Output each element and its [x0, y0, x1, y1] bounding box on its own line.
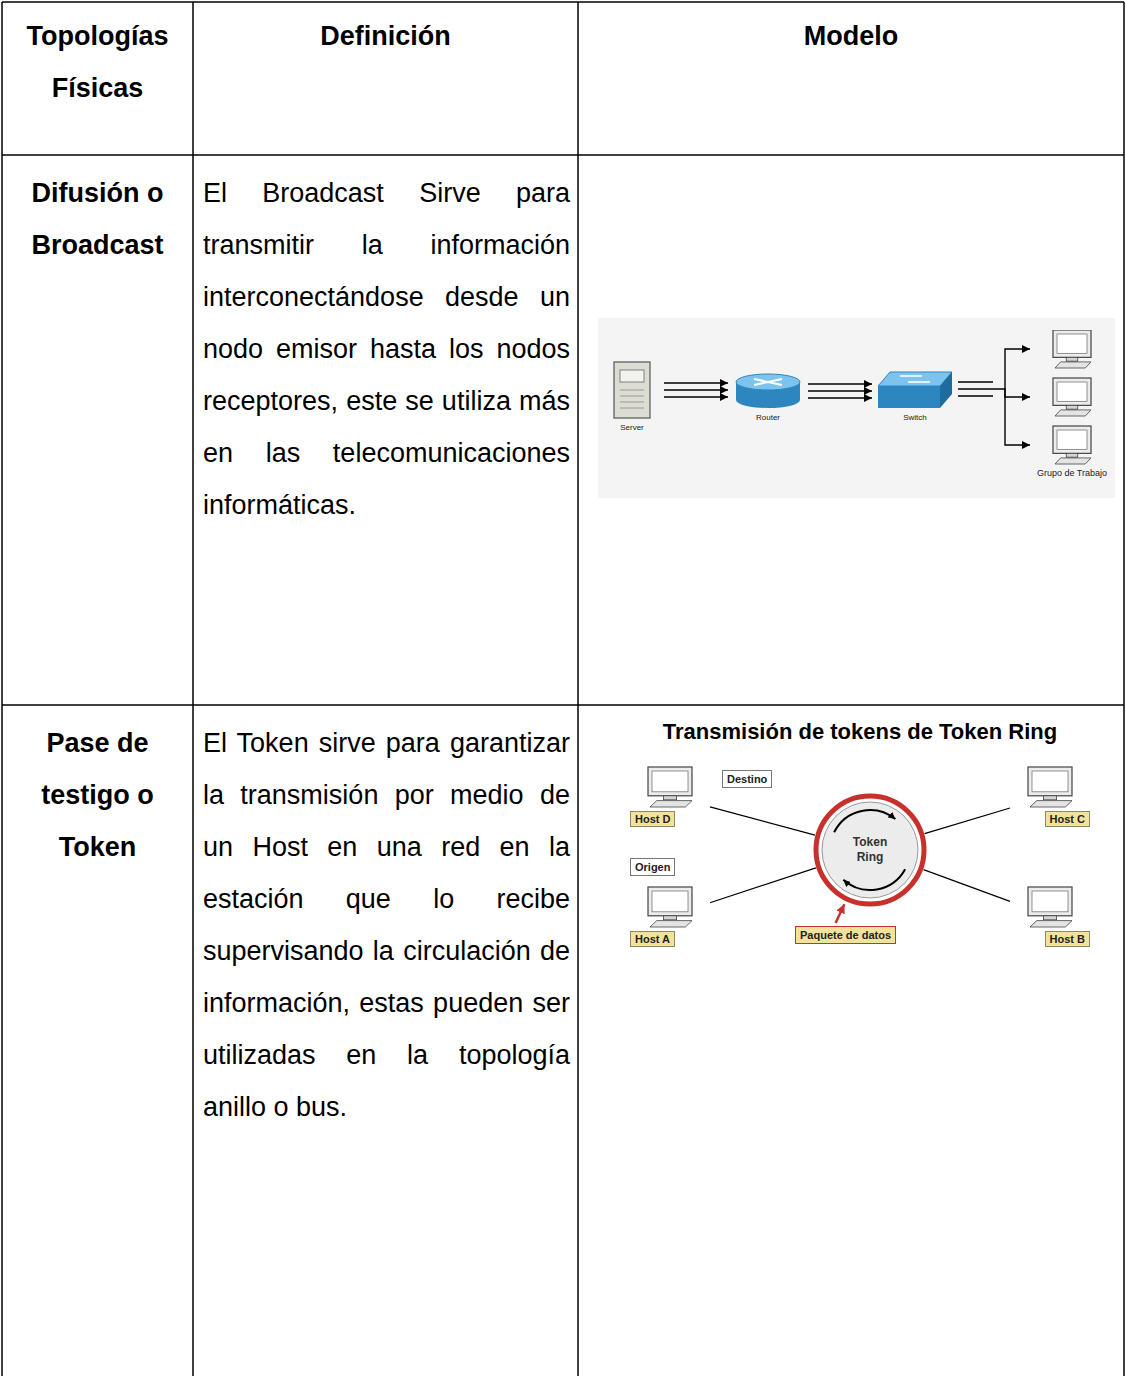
- row-heading-cell: Pase de testigo o Token: [4, 717, 191, 873]
- parallel-flow-line: [664, 382, 728, 383]
- flow-decoration: [664, 349, 1030, 445]
- host-tag: Host D: [630, 811, 710, 827]
- callout-tag: Paquete de datos: [795, 926, 896, 944]
- ring-link: [924, 870, 1010, 902]
- header-cell: Definición: [195, 10, 576, 62]
- router-drawing: [736, 374, 800, 408]
- ring-drawing: [816, 796, 924, 904]
- host-tag: Host B: [1010, 931, 1090, 947]
- node-label: Router: [728, 412, 808, 423]
- icon-graphic: [728, 372, 808, 410]
- icon-graphic: [1030, 330, 1114, 465]
- figure-title: Transmisión de tokens de Token Ring: [600, 718, 1120, 746]
- icon-graphic: [600, 360, 664, 420]
- switch-drawing: [878, 372, 952, 408]
- ring-link: [710, 807, 815, 835]
- pc-drawing: [648, 887, 692, 927]
- icon-graphic: [630, 765, 710, 809]
- router-icon: Router: [728, 372, 808, 423]
- data-flow-arrow: [664, 389, 728, 390]
- switch-icon: Switch: [872, 368, 958, 423]
- definition-cell: El Token sirve para garantizar la transm…: [203, 717, 570, 1133]
- host-station: Host D: [630, 765, 710, 827]
- host-station: Host B: [1010, 885, 1090, 947]
- pc-drawing: [648, 767, 692, 807]
- parallel-flow-line: [808, 383, 872, 384]
- callout-tag: Destino: [722, 770, 772, 788]
- host-station: Host C: [1010, 765, 1090, 827]
- icon-graphic: [872, 368, 958, 410]
- host-tag: Host A: [630, 931, 710, 947]
- data-flow-arrow: [808, 390, 872, 391]
- data-flow-arrow: [958, 389, 1030, 397]
- pc-drawing: [1028, 767, 1072, 807]
- header-cell: Modelo: [580, 10, 1122, 62]
- ring-link: [925, 808, 1010, 834]
- workgroup-icon: Grupo de Trabajo: [1030, 330, 1114, 479]
- ring-link: [710, 868, 816, 903]
- row-heading-cell: Difusión o Broadcast: [4, 167, 191, 271]
- group-drawing: [1053, 330, 1091, 464]
- parallel-flow-line: [958, 395, 993, 396]
- branch-flow-line: [1005, 389, 1030, 445]
- icon-graphic: [1010, 765, 1090, 809]
- header-cell: Topologías Físicas: [4, 10, 191, 114]
- branch-flow-line: [1005, 349, 1030, 389]
- node-label: Grupo de Trabajo: [1030, 467, 1114, 479]
- icon-graphic: [1010, 885, 1090, 929]
- node-label: Switch: [872, 412, 958, 423]
- parallel-flow-line: [808, 397, 872, 398]
- node-label: Token Ring: [840, 835, 900, 865]
- leader-line: [836, 904, 845, 923]
- pc-drawing: [1028, 887, 1072, 927]
- callout-tag: Origen: [630, 858, 675, 876]
- illustration-ground: [598, 318, 1115, 498]
- node-label: Server: [600, 422, 664, 433]
- icon-graphic: [630, 885, 710, 929]
- definition-cell: El Broadcast Sirve para transmitir la in…: [203, 167, 570, 531]
- host-tag: Host C: [1010, 811, 1090, 827]
- parallel-flow-line: [664, 396, 728, 397]
- server-drawing: [614, 362, 650, 418]
- host-station: Host A: [630, 885, 710, 947]
- parallel-flow-line: [958, 381, 993, 382]
- token-ring-circle: Token Ring: [810, 790, 930, 910]
- server-icon: Server: [600, 360, 664, 433]
